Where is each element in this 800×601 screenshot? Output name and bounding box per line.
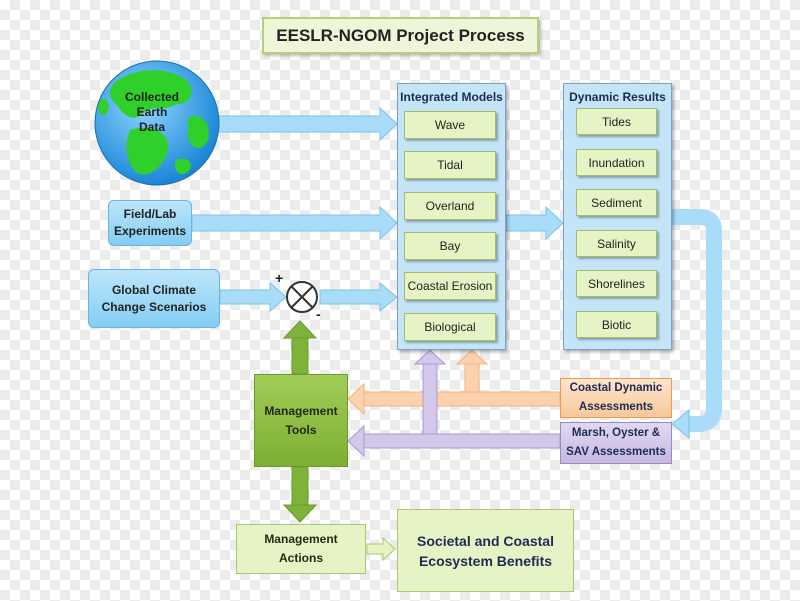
model-item-biological: Biological — [404, 313, 496, 341]
result-item-sediment: Sediment — [576, 189, 657, 216]
management-tools-box: Management Tools — [254, 374, 348, 467]
collected-earth-data-label: Collected Earth Data — [124, 90, 179, 134]
coastal-to-tools-arrow — [347, 382, 365, 416]
tools-to-junction-arrow — [282, 320, 318, 339]
dynamic-results-title: Dynamic Results — [569, 90, 666, 104]
global-climate-scenarios-box: Global Climate Change Scenarios — [88, 269, 220, 328]
coastal-dynamic-assessments-box: Coastal Dynamic Assessments — [560, 378, 672, 418]
coastal-to-models-arrow — [455, 349, 489, 365]
earth-to-models-arrow — [215, 106, 398, 142]
model-item-overland: Overland — [404, 192, 496, 220]
globe-icon — [94, 60, 220, 186]
junction-plus-sign: + — [275, 270, 284, 286]
climate-to-junction-arrow — [219, 281, 287, 313]
actions-to-benefits-arrow — [366, 536, 396, 562]
marsh-oyster-sav-assessments-box: Marsh, Oyster & SAV Assessments — [560, 422, 672, 464]
results-to-assessments-arrow — [672, 209, 722, 432]
fieldlab-to-models-arrow — [191, 205, 398, 241]
tools-to-actions-arrow — [282, 504, 318, 523]
model-item-wave: Wave — [404, 111, 496, 139]
result-item-shorelines: Shorelines — [576, 270, 657, 297]
junction-to-models-arrow — [319, 281, 398, 313]
result-item-inundation: Inundation — [576, 149, 657, 176]
junction-minus-sign: - — [316, 306, 321, 322]
models-to-results-arrow — [505, 205, 564, 241]
integrated-models-title: Integrated Models — [400, 90, 503, 104]
result-item-salinity: Salinity — [576, 230, 657, 257]
management-actions-box: Management Actions — [236, 524, 366, 574]
result-item-biotic: Biotic — [576, 311, 657, 338]
societal-coastal-benefits-box: Societal and Coastal Ecosystem Benefits — [397, 509, 574, 592]
marsh-to-tools-arrow — [347, 424, 365, 458]
summing-junction-icon — [286, 281, 318, 313]
result-item-tides: Tides — [576, 108, 657, 135]
model-item-bay: Bay — [404, 232, 496, 260]
field-lab-experiments-box: Field/Lab Experiments — [108, 200, 192, 246]
model-item-coastal-erosion: Coastal Erosion — [404, 272, 496, 300]
marsh-to-models-arrow — [413, 349, 447, 365]
page-title: EESLR-NGOM Project Process — [262, 17, 539, 54]
model-item-tidal: Tidal — [404, 151, 496, 179]
